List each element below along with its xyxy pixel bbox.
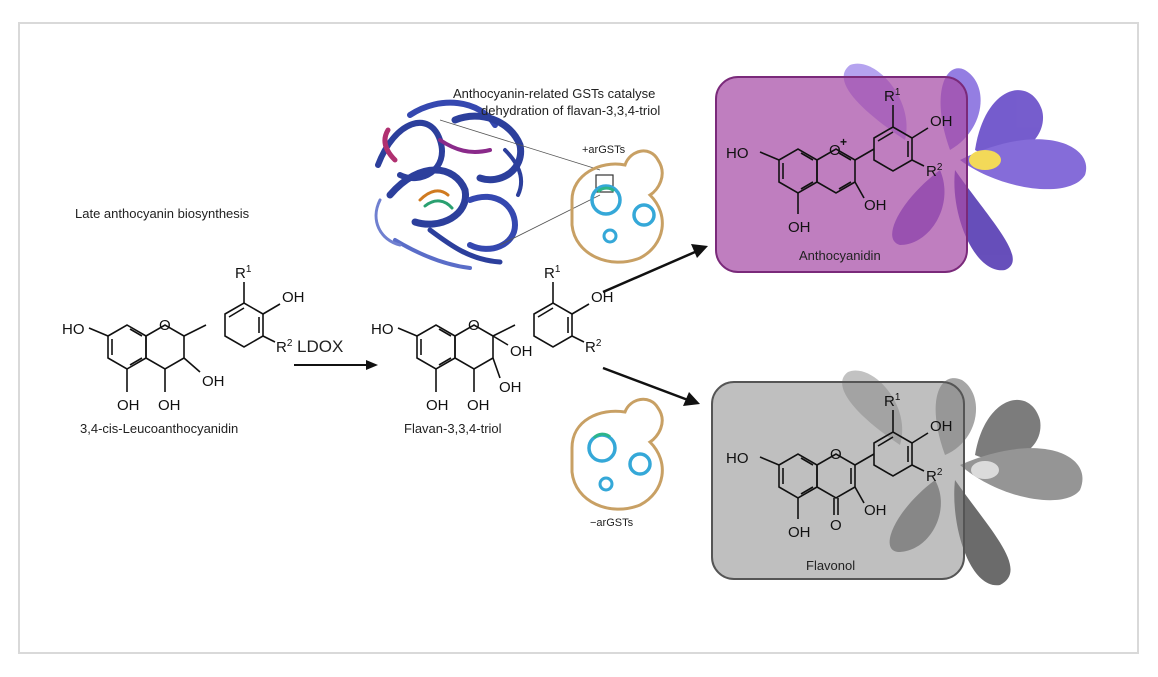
anthocyanidin-box xyxy=(715,76,968,273)
flavan-triol-structure xyxy=(397,282,590,392)
svg-text:OH: OH xyxy=(591,289,614,306)
svg-text:OH: OH xyxy=(117,397,140,414)
ldox-label: LDOX xyxy=(297,337,343,356)
gst-caption-line2: dehydration of flavan-3,3,4-triol xyxy=(481,103,660,118)
svg-text:OH: OH xyxy=(788,524,811,541)
yeast-cell-plus xyxy=(570,149,664,264)
svg-text:R1: R1 xyxy=(235,264,252,282)
svg-text:O: O xyxy=(159,317,171,334)
arrow-to-flavonol xyxy=(602,366,700,406)
leucoanthocyanidin-structure xyxy=(88,282,281,392)
gst-protein-structure xyxy=(374,99,525,270)
svg-text:OH: OH xyxy=(930,418,953,435)
minus-gst-label: −arGSTs xyxy=(590,517,634,529)
svg-text:R2: R2 xyxy=(926,467,943,485)
svg-text:R2: R2 xyxy=(276,338,293,356)
yeast-cell-minus xyxy=(570,397,664,511)
svg-text:+: + xyxy=(840,135,847,149)
svg-text:R1: R1 xyxy=(884,87,901,105)
svg-text:OH: OH xyxy=(864,502,887,519)
svg-text:OH: OH xyxy=(510,343,533,360)
svg-text:R1: R1 xyxy=(544,264,561,282)
flavonol-box xyxy=(711,381,965,580)
zoom-line-top xyxy=(439,119,601,171)
svg-text:OH: OH xyxy=(467,397,490,414)
svg-text:OH: OH xyxy=(499,379,522,396)
svg-text:OH: OH xyxy=(930,113,953,130)
svg-text:HO: HO xyxy=(371,321,394,338)
gst-caption-line1: Anthocyanin-related GSTs catalyse xyxy=(453,86,655,101)
flavan-triol-labels: HO O OH OH OH OH R1 OH R2 xyxy=(371,264,614,414)
svg-text:HO: HO xyxy=(726,450,749,467)
zoom-line-bottom xyxy=(499,194,601,246)
anthocyanidin-labels: HO O + OH OH R1 OH R2 xyxy=(726,87,953,236)
compound1-name: 3,4-cis-Leucoanthocyanidin xyxy=(80,421,238,436)
svg-text:HO: HO xyxy=(726,145,749,162)
section-title: Late anthocyanin biosynthesis xyxy=(75,206,250,221)
arrow-to-anthocyanidin xyxy=(602,244,708,294)
svg-text:OH: OH xyxy=(788,219,811,236)
svg-text:HO: HO xyxy=(62,321,85,338)
svg-text:OH: OH xyxy=(158,397,181,414)
flavonol-labels: HO O O OH OH R1 OH R2 xyxy=(726,392,953,541)
compound2-name: Flavan-3,3,4-triol xyxy=(404,421,502,436)
svg-text:O: O xyxy=(830,446,842,463)
svg-text:R2: R2 xyxy=(926,162,943,180)
anthocyanidin-name: Anthocyanidin xyxy=(799,248,881,263)
leucoanthocyanidin-labels: HO O OH OH OH R1 OH R2 xyxy=(62,264,305,414)
svg-text:O: O xyxy=(829,142,841,159)
svg-text:R1: R1 xyxy=(884,392,901,410)
svg-text:OH: OH xyxy=(426,397,449,414)
svg-text:OH: OH xyxy=(864,197,887,214)
ldox-arrow xyxy=(294,360,378,370)
flavonol-structure xyxy=(759,410,929,519)
svg-text:OH: OH xyxy=(202,373,225,390)
svg-text:O: O xyxy=(468,317,480,334)
zoom-box xyxy=(595,174,614,193)
flavonol-name: Flavonol xyxy=(806,558,855,573)
plus-gst-label: +arGSTs xyxy=(582,144,626,156)
anthocyanidin-structure xyxy=(759,105,929,214)
svg-text:O: O xyxy=(830,517,842,534)
svg-text:OH: OH xyxy=(282,289,305,306)
svg-text:R2: R2 xyxy=(585,338,602,356)
